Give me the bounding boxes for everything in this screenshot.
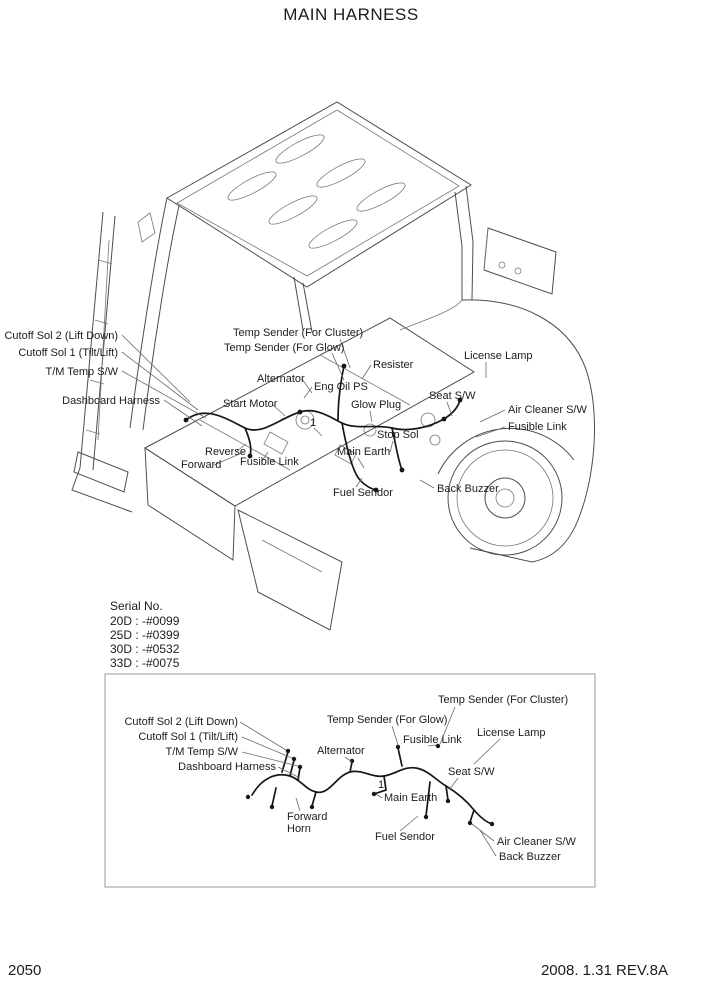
overhead-guard-roof	[166, 101, 472, 288]
inset-label-air-cleaner-sw: Air Cleaner S/W	[497, 836, 576, 848]
inset-label-fuel-sendor: Fuel Sendor	[375, 831, 435, 843]
inset-box	[104, 673, 596, 888]
label-eng-oil-ps: Eng Oil PS	[314, 381, 368, 393]
counterweight-and-rear-wheel	[437, 227, 595, 563]
label-dashboard-harness: Dashboard Harness	[62, 395, 160, 407]
inset-label-back-buzzer: Back Buzzer	[499, 851, 561, 863]
inset-leader-lines	[239, 706, 501, 857]
label-main-earth: Main Earth	[337, 446, 390, 458]
page-title: MAIN HARNESS	[283, 5, 418, 24]
label-seat-sw: Seat S/W	[429, 390, 476, 402]
forklift-illustration	[71, 101, 595, 631]
label-forward: Forward	[181, 459, 221, 471]
inset-label-horn: Horn	[287, 823, 311, 835]
inset-label-dashboard-harness: Dashboard Harness	[178, 761, 276, 773]
main-wire-harness	[183, 363, 463, 493]
main-diagram-labels: Temp Sender (For Cluster) Temp Sender (F…	[4, 327, 587, 499]
label-resister: Resister	[373, 359, 414, 371]
inset-label-fusible-link: Fusible Link	[403, 734, 462, 746]
label-fusible-link-right: Fusible Link	[508, 421, 567, 433]
serial-entry-33d: 33D : -#0075	[110, 656, 180, 670]
label-license-lamp: License Lamp	[464, 350, 533, 362]
label-start-motor: Start Motor	[223, 398, 278, 410]
serial-number-block: Serial No. 20D : -#0099 25D : -#0399 30D…	[110, 599, 180, 670]
inset-diagram-labels: Temp Sender (For Cluster) Temp Sender (F…	[124, 694, 576, 863]
ref-number-1: 1	[310, 417, 316, 429]
inset-label-temp-sender-glow: Temp Sender (For Glow)	[327, 714, 447, 726]
label-cutoff-sol-1: Cutoff Sol 1 (Tilt/Lift)	[18, 347, 118, 359]
inset-ref-number-1: 1	[378, 779, 384, 791]
label-glow-plug: Glow Plug	[351, 399, 401, 411]
serial-entry-25d: 25D : -#0399	[110, 628, 180, 642]
label-temp-sender-glow: Temp Sender (For Glow)	[224, 342, 344, 354]
serial-entry-30d: 30D : -#0532	[110, 642, 180, 656]
label-back-buzzer: Back Buzzer	[437, 483, 499, 495]
page-number: 2050	[8, 962, 41, 979]
label-tm-temp-sw: T/M Temp S/W	[45, 366, 118, 378]
label-air-cleaner-sw: Air Cleaner S/W	[508, 404, 587, 416]
label-alternator: Alternator	[257, 373, 305, 385]
label-reverse: Reverse	[205, 446, 246, 458]
inset-label-license-lamp: License Lamp	[477, 727, 546, 739]
inset-label-cutoff-sol-1: Cutoff Sol 1 (Tilt/Lift)	[138, 731, 238, 743]
serial-heading: Serial No.	[110, 599, 163, 613]
label-stop-sol: Stop Sol	[377, 429, 419, 441]
inset-harness-illustration	[245, 743, 495, 827]
inset-label-main-earth: Main Earth	[384, 792, 437, 804]
inset-label-alternator: Alternator	[317, 745, 365, 757]
mast-and-forks	[71, 211, 133, 513]
inset-label-temp-sender-cluster: Temp Sender (For Cluster)	[438, 694, 568, 706]
label-cutoff-sol-2: Cutoff Sol 2 (Lift Down)	[4, 330, 118, 342]
label-fusible-link-left: Fusible Link	[240, 456, 299, 468]
serial-entry-20d: 20D : -#0099	[110, 614, 180, 628]
label-temp-sender-cluster: Temp Sender (For Cluster)	[233, 327, 363, 339]
inset-label-seat-sw: Seat S/W	[448, 766, 495, 778]
label-fuel-sendor: Fuel Sendor	[333, 487, 393, 499]
revision-text: 2008. 1.31 REV.8A	[541, 962, 668, 979]
inset-label-cutoff-sol-2: Cutoff Sol 2 (Lift Down)	[124, 716, 238, 728]
inset-label-tm-temp-sw: T/M Temp S/W	[165, 746, 238, 758]
main-leader-lines	[121, 334, 506, 489]
guard-posts	[129, 185, 474, 431]
inset-label-forward: Forward	[287, 811, 327, 823]
